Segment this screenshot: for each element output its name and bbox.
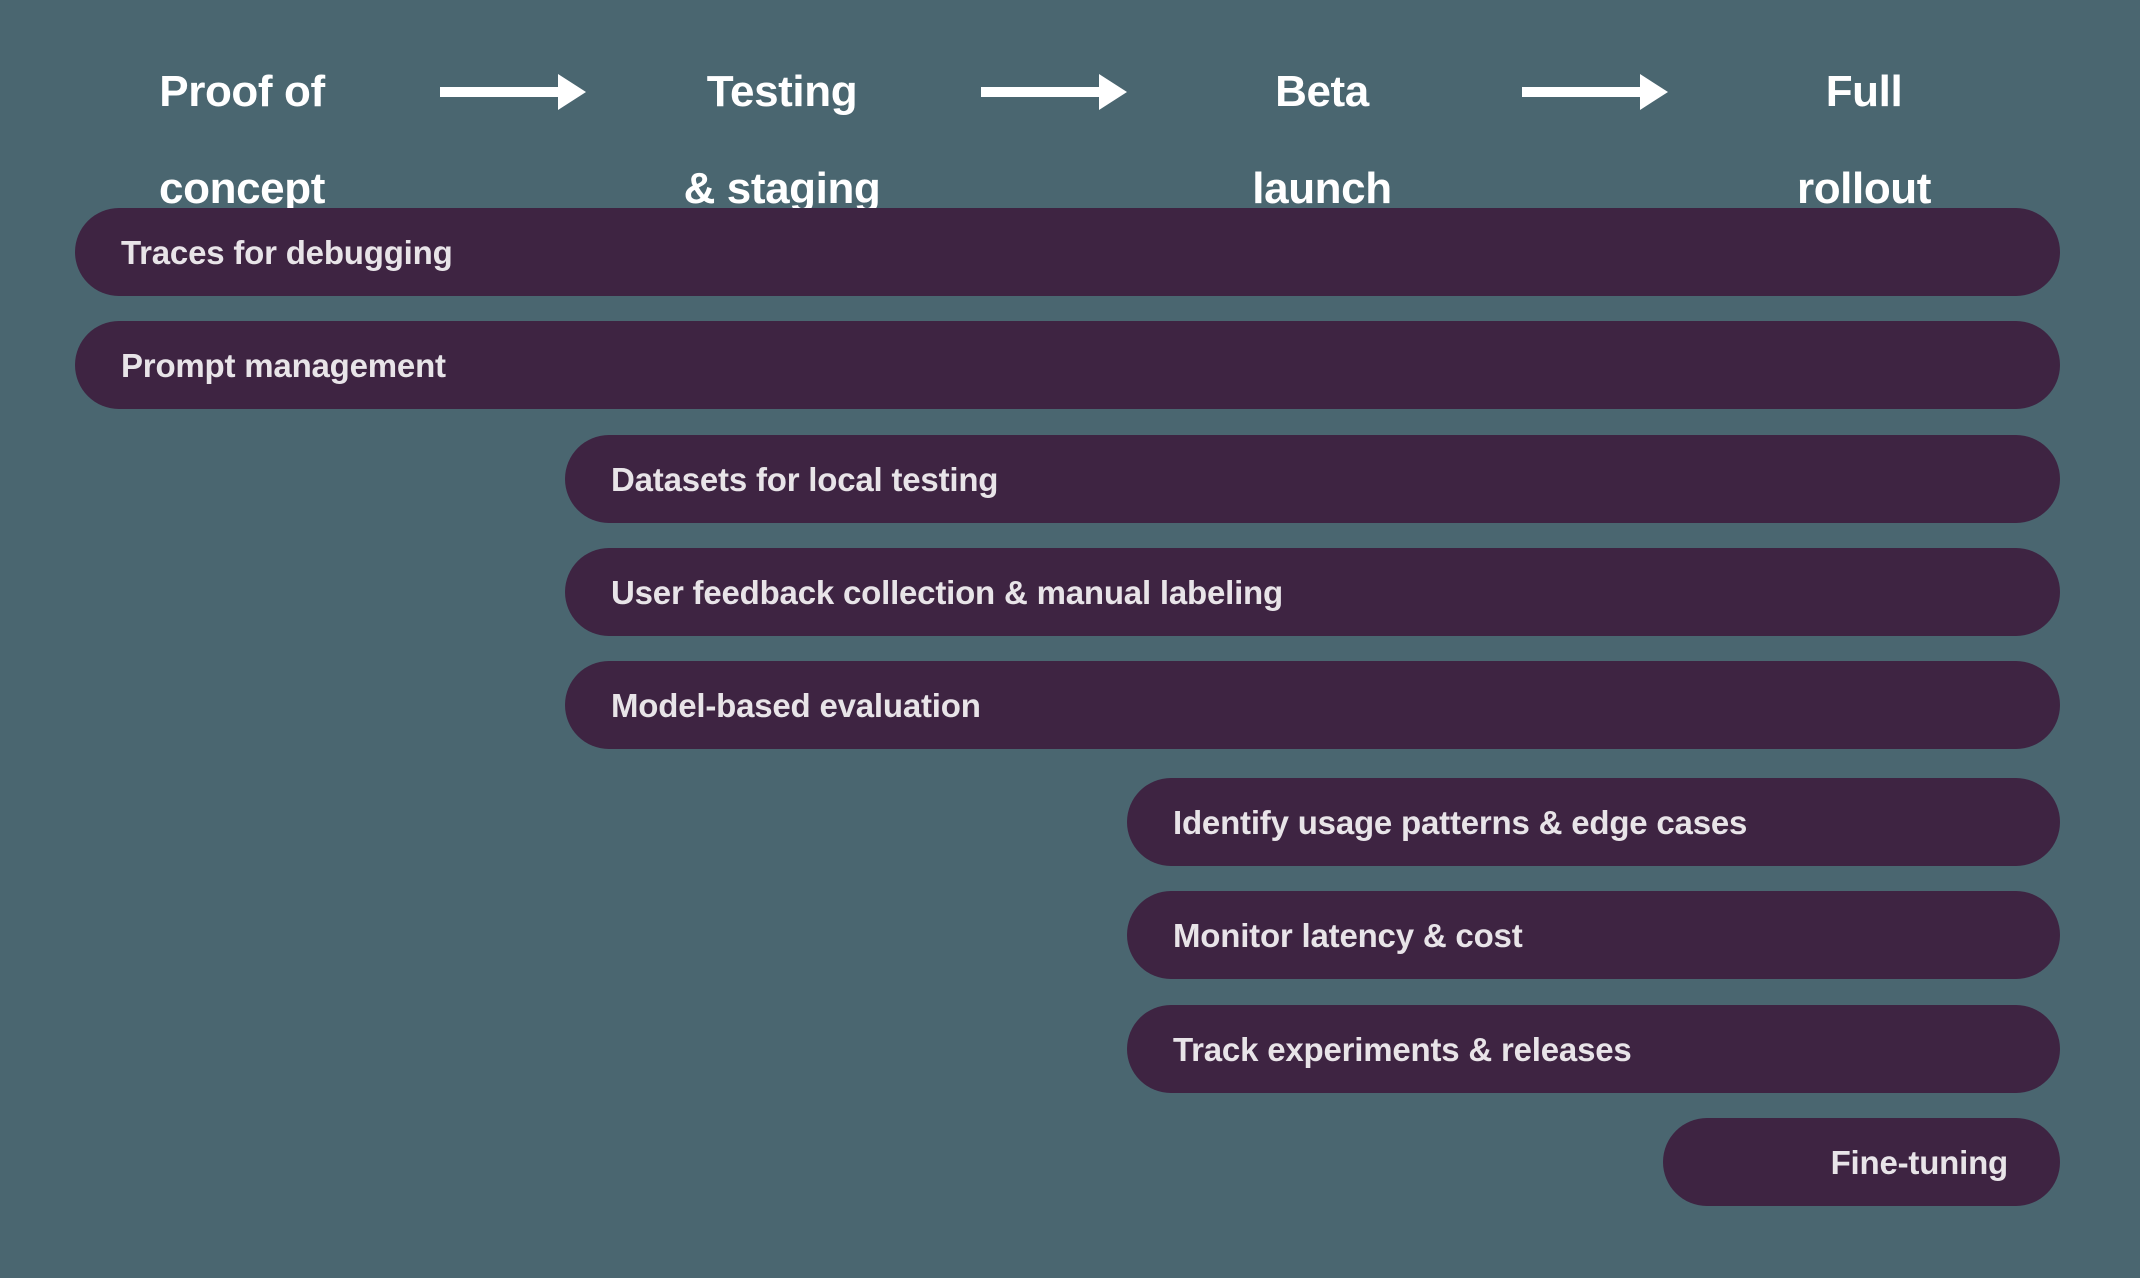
capability-bar-prompt-management: Prompt management — [75, 321, 2060, 409]
arrow-right-icon-1 — [440, 68, 586, 116]
stage-label-line1: Proof of — [159, 67, 325, 117]
capability-bar-identify-usage-patterns: Identify usage patterns & edge cases — [1127, 778, 2060, 866]
stage-label-testing-and-staging: Testing & staging — [612, 20, 952, 262]
capability-bar-user-feedback-collection: User feedback collection & manual labeli… — [565, 548, 2060, 636]
stage-label-line2: & staging — [683, 164, 881, 214]
capability-bar-label: Datasets for local testing — [611, 460, 999, 498]
capability-bar-monitor-latency-and-cost: Monitor latency & cost — [1127, 891, 2060, 979]
stage-label-proof-of-concept: Proof of concept — [72, 20, 412, 262]
stage-label-line1: Full — [1825, 67, 1903, 117]
capability-bar-model-based-evaluation: Model-based evaluation — [565, 661, 2060, 749]
arrow-right-icon-3 — [1522, 68, 1668, 116]
stage-label-line2: rollout — [1796, 164, 1932, 214]
capability-bar-label: Model-based evaluation — [611, 686, 981, 724]
stage-label-line2: launch — [1252, 164, 1392, 214]
capability-bar-label: Fine-tuning — [1830, 1143, 2009, 1181]
capability-bar-label: Track experiments & releases — [1173, 1030, 1632, 1068]
capability-bar-label: Identify usage patterns & edge cases — [1173, 803, 1748, 841]
arrow-right-icon-2 — [981, 68, 1127, 116]
stage-label-full-rollout: Full rollout — [1694, 20, 2034, 262]
capability-bar-label: Monitor latency & cost — [1173, 916, 1523, 954]
stage-label-line1: Beta — [1275, 67, 1369, 117]
capability-bar-label: Prompt management — [121, 346, 446, 384]
capability-bar-label: Traces for debugging — [121, 233, 453, 271]
capability-bar-track-experiments-and-releases: Track experiments & releases — [1127, 1005, 2060, 1093]
stage-label-line2: concept — [159, 164, 325, 214]
capability-bar-label: User feedback collection & manual labeli… — [611, 573, 1283, 611]
stage-label-line1: Testing — [706, 67, 858, 117]
stage-label-beta-launch: Beta launch — [1152, 20, 1492, 262]
capability-bar-datasets-for-local-testing: Datasets for local testing — [565, 435, 2060, 523]
capability-bar-fine-tuning: Fine-tuning — [1663, 1118, 2060, 1206]
capability-bar-traces-for-debugging: Traces for debugging — [75, 208, 2060, 296]
